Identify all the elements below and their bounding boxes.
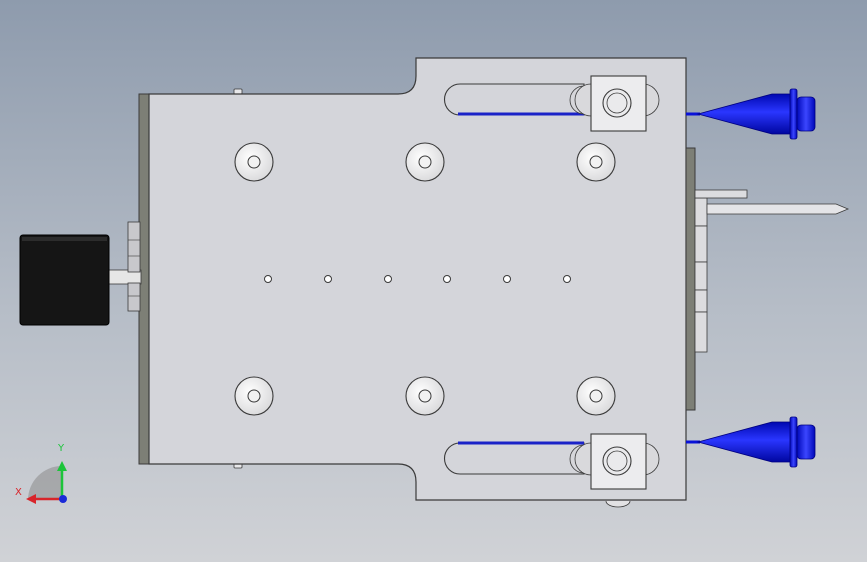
clamp-block-a <box>694 197 708 227</box>
bottom-block-foot <box>605 500 631 508</box>
triad-x-arrow <box>26 494 36 504</box>
bolt-top-center <box>405 142 445 182</box>
pin-hole <box>384 275 392 283</box>
top-slide-block <box>574 75 660 132</box>
top-slot <box>444 83 585 116</box>
bolt-bottom-right <box>576 376 616 416</box>
bolt-top-left <box>234 142 274 182</box>
needle-holder <box>694 189 748 199</box>
bottom-slide-block <box>574 433 660 508</box>
triad-z-axis <box>59 495 67 503</box>
triad-x-label: X <box>15 487 22 498</box>
coupler-top <box>127 221 141 273</box>
pin-hole-row <box>264 275 571 283</box>
pin-hole <box>503 275 511 283</box>
stepper-motor <box>19 234 110 326</box>
clamp-block-c <box>694 261 708 291</box>
bolt-top-right <box>576 142 616 182</box>
pin-hole <box>443 275 451 283</box>
main-plate <box>148 57 687 501</box>
bottom-slot <box>444 442 585 475</box>
bolt-bottom-center <box>405 376 445 416</box>
pin-hole <box>324 275 332 283</box>
coordinate-triad <box>26 461 67 504</box>
triad-xy-plane <box>28 466 62 500</box>
bolt-bottom-left <box>234 376 274 416</box>
triad-y-arrow <box>57 461 67 471</box>
top-nozzle <box>686 88 816 140</box>
right-side-bar <box>685 147 696 411</box>
clamp-block-e <box>694 311 708 353</box>
pin-hole <box>264 275 272 283</box>
coupler-bottom <box>127 282 141 312</box>
top-left-bump <box>233 88 243 95</box>
triad-y-label: Y <box>58 443 65 454</box>
clamp-block-b <box>694 225 708 263</box>
needle-probe <box>706 203 850 215</box>
clamp-block-d <box>694 289 708 313</box>
bottom-nozzle <box>686 416 816 468</box>
pin-hole <box>563 275 571 283</box>
